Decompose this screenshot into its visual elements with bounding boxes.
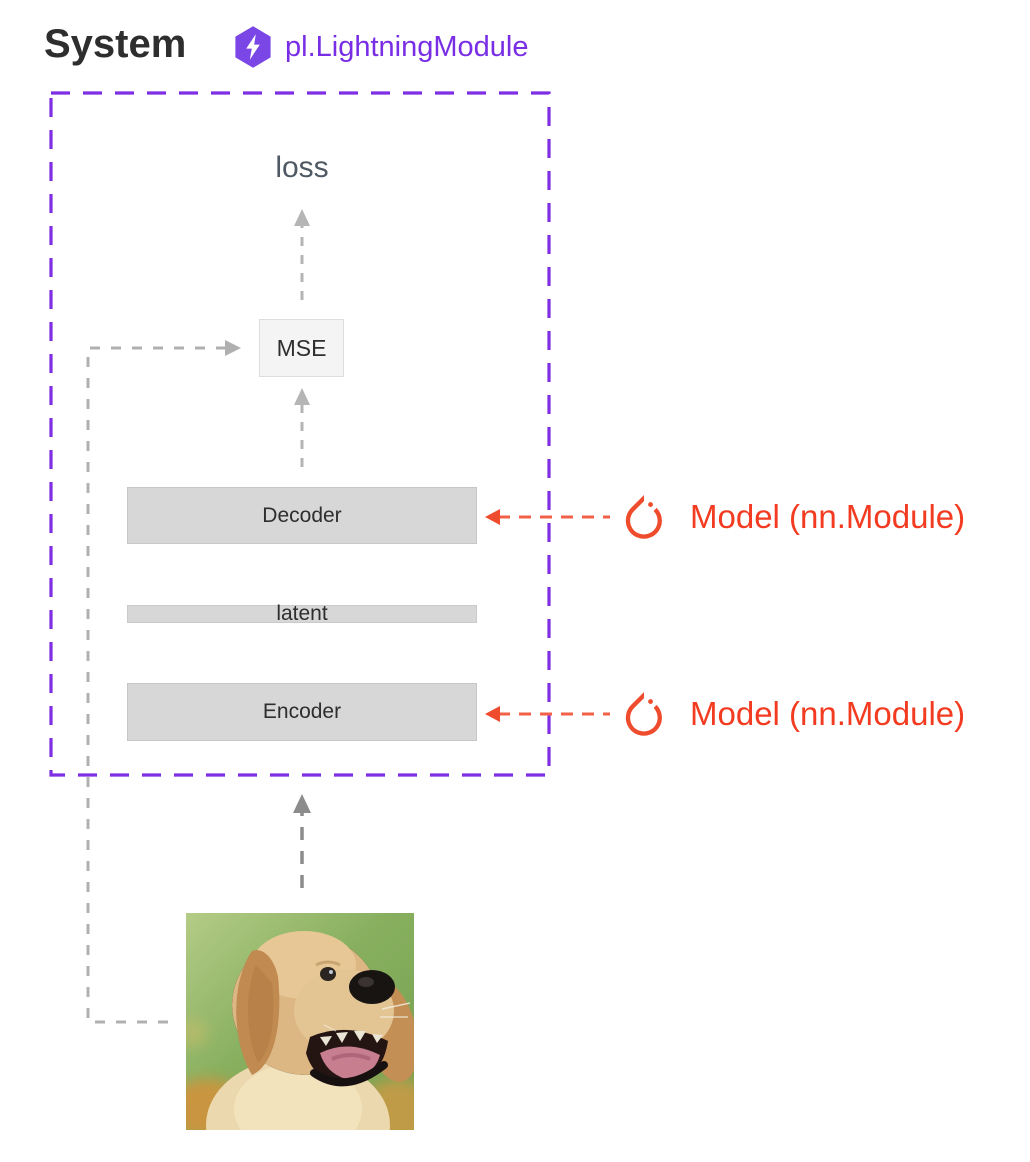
model-to-decoder-arrowhead xyxy=(485,509,500,525)
encoder-model-label: Model (nn.Module) xyxy=(690,695,966,732)
decoder-model-label: Model (nn.Module) xyxy=(690,498,966,535)
model-to-encoder-arrowhead xyxy=(485,706,500,722)
encoder-box: Encoder xyxy=(127,683,477,741)
golden-retriever-puppy-photo xyxy=(186,913,414,1130)
lightning-module-label: pl.LightningModule xyxy=(285,30,529,63)
pytorch-icon xyxy=(625,692,662,736)
lightning-module-badge: pl.LightningModule xyxy=(233,25,528,69)
decoder-box: Decoder xyxy=(127,487,477,544)
latent-bar: latent xyxy=(127,602,477,625)
encoder-model-annotation: Model (nn.Module) xyxy=(622,691,965,737)
pytorch-icon xyxy=(625,495,662,539)
decoder-label: Decoder xyxy=(262,503,342,527)
mse-label: MSE xyxy=(276,334,327,361)
lightning-hexagon-icon xyxy=(235,26,271,68)
decoder-to-mse-arrowhead xyxy=(294,388,310,405)
loss-label: loss xyxy=(275,151,329,184)
mse-box: MSE xyxy=(259,319,344,377)
latent-label: latent xyxy=(276,602,328,625)
input-to-mse-arrowhead xyxy=(225,340,241,356)
input-to-encoder-arrowhead xyxy=(293,794,311,813)
encoder-label: Encoder xyxy=(262,700,342,723)
system-boundary xyxy=(49,91,551,777)
page-title: System xyxy=(44,22,187,66)
mse-to-loss-arrowhead xyxy=(294,209,310,226)
decoder-model-annotation: Model (nn.Module) xyxy=(622,494,965,540)
